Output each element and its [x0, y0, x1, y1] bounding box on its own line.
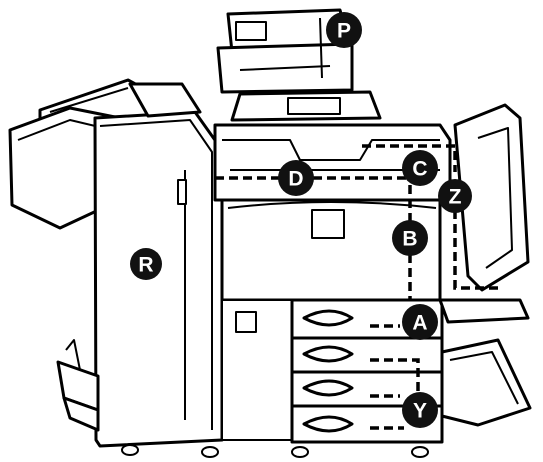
label-z-text: Z	[449, 186, 462, 209]
label-d-text: D	[288, 168, 303, 191]
dashed-guides	[215, 144, 502, 430]
label-c: C	[402, 150, 438, 186]
control-panel	[230, 90, 382, 122]
label-y-text: Y	[413, 400, 427, 423]
label-a: A	[402, 304, 438, 340]
label-b: B	[392, 220, 428, 256]
label-y: Y	[402, 392, 438, 428]
finisher-unit	[56, 82, 224, 448]
bypass-tray	[440, 338, 532, 427]
label-r-text: R	[138, 254, 153, 277]
label-p-text: P	[337, 20, 351, 43]
label-d: D	[278, 160, 314, 196]
label-z: Z	[438, 179, 472, 213]
label-p: P	[326, 12, 362, 48]
label-r: R	[130, 248, 162, 280]
document-feeder	[216, 8, 354, 94]
label-a-text: A	[412, 312, 427, 335]
label-c-text: C	[412, 158, 427, 181]
label-b-text: B	[402, 228, 417, 251]
side-door	[438, 103, 530, 324]
